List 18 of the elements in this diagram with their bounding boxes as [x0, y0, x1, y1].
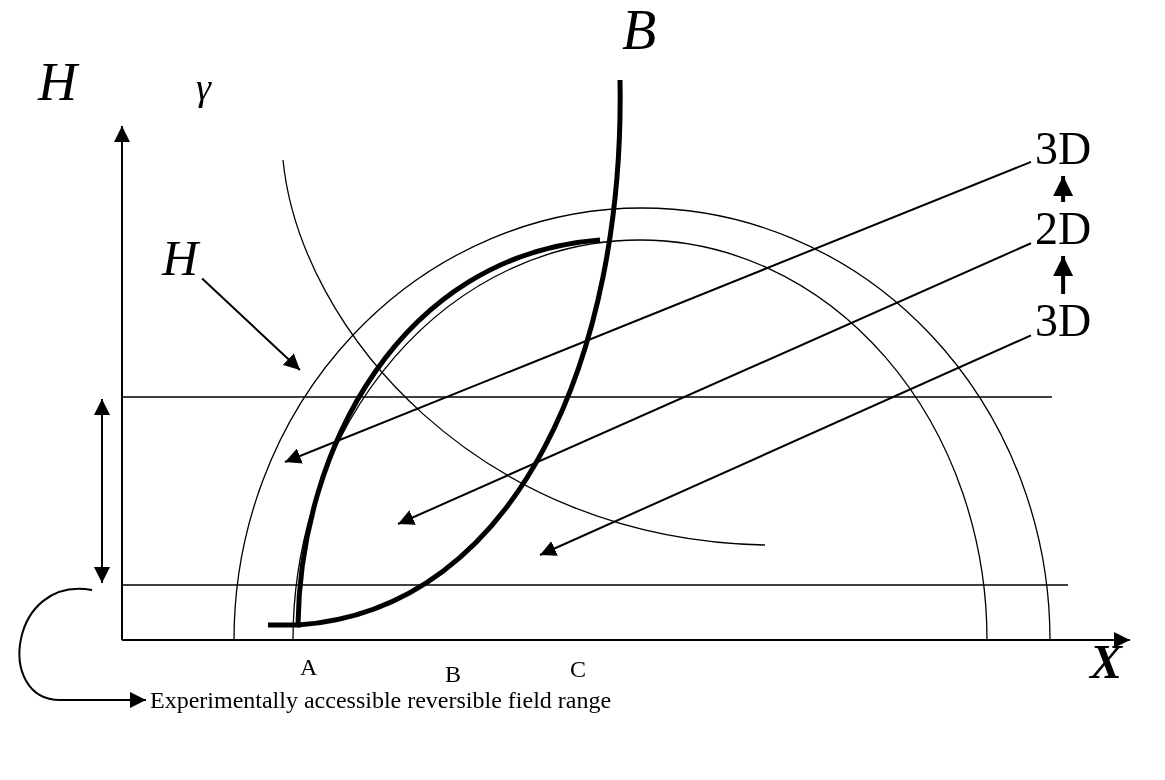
phase-label: 3D [1035, 126, 1092, 172]
axis-label: X [1090, 638, 1122, 686]
tick-label: A [300, 655, 318, 679]
arrow [397, 242, 1032, 525]
curved-arrow [18, 588, 147, 708]
field-label: H [162, 233, 199, 283]
curve-label: B [622, 2, 657, 58]
phase-label: 3D [1035, 298, 1092, 344]
legend-text: Experimentally accessible reversible field range [150, 688, 612, 712]
phase-label: 2D [1035, 206, 1092, 252]
curve-label: γ [196, 68, 211, 106]
arrow [1053, 176, 1074, 202]
arrow [539, 334, 1032, 556]
arrow [1053, 256, 1074, 294]
arrow [201, 277, 301, 371]
tick-label: B [445, 662, 461, 686]
arrow [284, 160, 1032, 464]
tick-label: C [570, 657, 586, 681]
